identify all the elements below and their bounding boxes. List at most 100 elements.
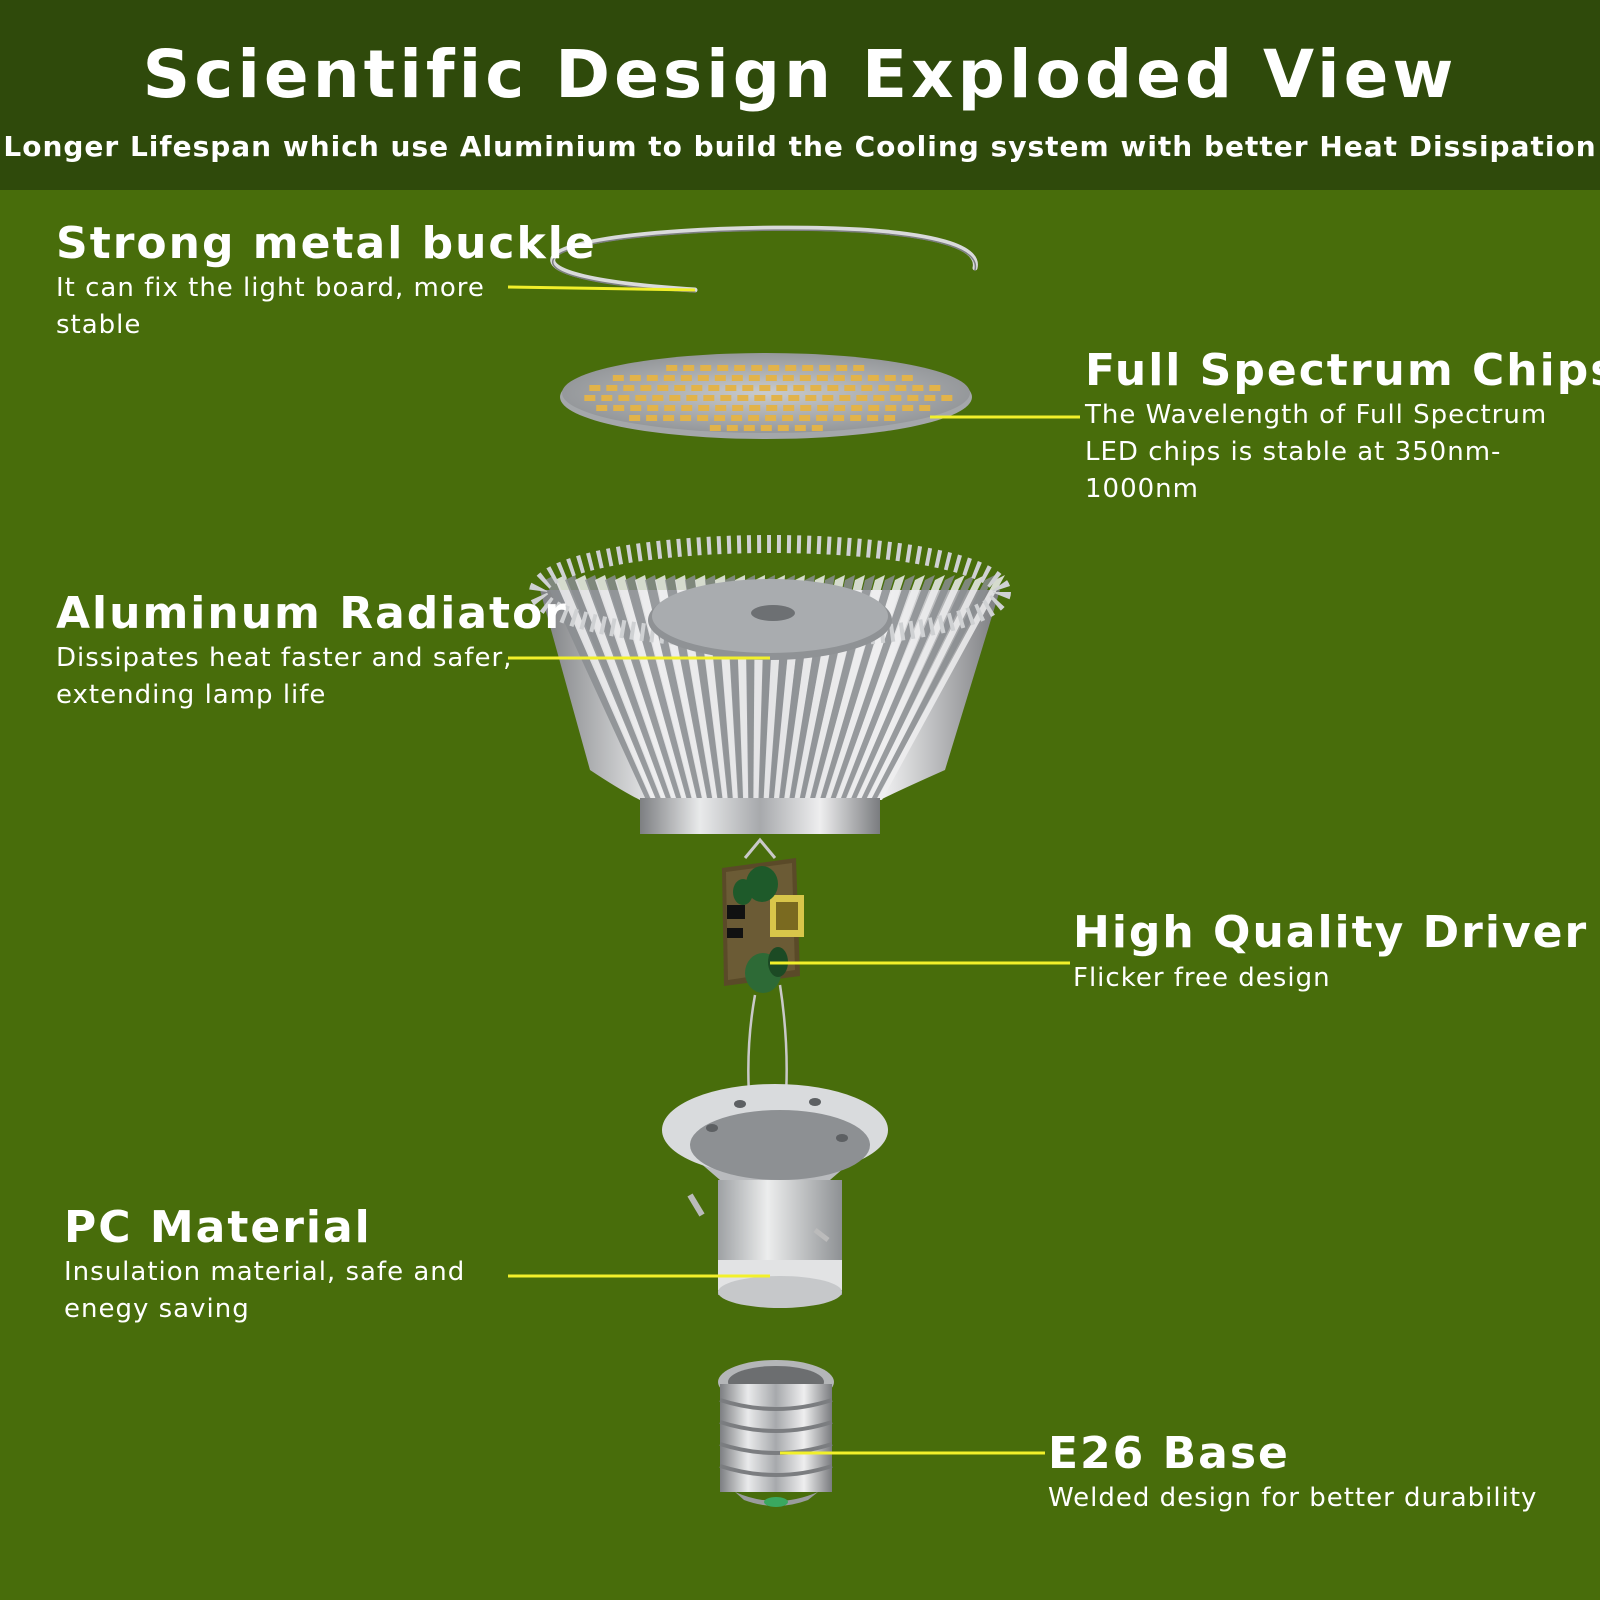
led-chip — [663, 415, 675, 421]
led-chip — [708, 385, 720, 391]
callout-driver-desc: Flicker free design — [1073, 963, 1331, 993]
led-chip — [856, 395, 868, 401]
led-chip — [700, 365, 712, 371]
led-chip — [748, 415, 760, 421]
led-chip — [793, 385, 805, 391]
callout-chips-title: Full Spectrum Chips — [1085, 345, 1600, 396]
callout-chips-desc: The Wavelength of Full Spectrum LED chip… — [1085, 400, 1548, 504]
led-chip — [851, 405, 863, 411]
led-chip — [666, 365, 678, 371]
led-chip — [618, 395, 630, 401]
led-chip — [902, 405, 914, 411]
led-chip — [612, 375, 624, 381]
led-chip — [646, 415, 658, 421]
led-chip — [811, 425, 823, 431]
callout-base-title: E26 Base — [1048, 1428, 1290, 1479]
page-title: Scientific Design Exploded View — [142, 36, 1458, 113]
led-chip — [726, 425, 738, 431]
led-chip — [794, 425, 806, 431]
led-chip — [664, 405, 676, 411]
led-chip — [800, 405, 812, 411]
led-chip — [785, 365, 797, 371]
callout-radiator-desc: Dissipates heat faster and safer, extend… — [56, 643, 513, 710]
led-chip — [717, 365, 729, 371]
led-chip — [657, 385, 669, 391]
radiator-fin — [855, 575, 965, 800]
radiator-fin — [545, 575, 652, 800]
led-chip — [901, 375, 913, 381]
radiator-fin — [876, 575, 1005, 800]
led-chip — [776, 385, 788, 391]
radiator-fin — [585, 575, 673, 800]
led-chip — [895, 385, 907, 391]
led-chip — [782, 415, 794, 421]
led-chip — [816, 375, 828, 381]
led-chip — [725, 385, 737, 391]
led-chip — [765, 415, 777, 421]
led-chip — [703, 395, 715, 401]
callout-buckle-title: Strong metal buckle — [56, 218, 597, 269]
led-chip — [867, 375, 879, 381]
aluminum-radiator — [529, 535, 1011, 834]
header-banner — [0, 0, 1600, 190]
led-chip — [783, 405, 795, 411]
callout-driver-title: High Quality Driver — [1073, 907, 1589, 958]
led-chip — [734, 365, 746, 371]
led-chip — [771, 395, 783, 401]
led-chip — [890, 395, 902, 401]
led-chip — [833, 375, 845, 381]
led-chip — [647, 405, 659, 411]
led-chip — [802, 365, 814, 371]
led-chip — [878, 385, 890, 391]
led-chip — [868, 405, 880, 411]
led-chip — [606, 385, 618, 391]
callout-base-desc: Welded design for better durability — [1048, 1483, 1538, 1513]
led-chip — [834, 405, 846, 411]
callout-pc-title: PC Material — [64, 1202, 372, 1253]
led-chip — [589, 385, 601, 391]
led-chip — [652, 395, 664, 401]
led-chip — [885, 405, 897, 411]
callout-buckle-desc: It can fix the light board, more stable — [56, 273, 485, 340]
led-chip — [709, 425, 721, 431]
led-chip — [681, 405, 693, 411]
led-chip — [683, 365, 695, 371]
led-chip — [799, 415, 811, 421]
led-chip — [839, 395, 851, 401]
led-chip — [630, 405, 642, 411]
led-chip — [748, 375, 760, 381]
led-chip — [743, 425, 755, 431]
radiator-fin — [865, 575, 985, 800]
led-chip — [629, 375, 641, 381]
led-chip — [867, 415, 879, 421]
led-chip — [601, 395, 613, 401]
radiator-fin — [555, 575, 658, 800]
led-chip — [646, 375, 658, 381]
led-chip — [714, 375, 726, 381]
led-chip — [715, 405, 727, 411]
led-chip-board — [560, 353, 972, 439]
led-chip — [907, 395, 919, 401]
led-chip — [680, 415, 692, 421]
led-chip — [584, 395, 596, 401]
led-chip — [833, 415, 845, 421]
led-chips — [584, 365, 953, 431]
e26-screw-base — [718, 1360, 834, 1507]
led-chip — [861, 385, 873, 391]
led-chip — [777, 425, 789, 431]
led-chip — [853, 365, 865, 371]
led-chip — [737, 395, 749, 401]
driver-board — [722, 837, 804, 1111]
radiator-fin — [860, 575, 975, 800]
led-chip — [884, 415, 896, 421]
leader-line-buckle — [507, 285, 696, 292]
led-chip — [698, 405, 710, 411]
led-chip — [919, 405, 931, 411]
led-chip — [749, 405, 761, 411]
radiator-fin — [845, 575, 945, 800]
page-subtitle: Longer Lifespan which use Aluminium to b… — [3, 130, 1597, 163]
leader-lines — [507, 285, 1080, 1455]
led-chip — [819, 365, 831, 371]
led-chip — [720, 395, 732, 401]
led-chip — [674, 385, 686, 391]
